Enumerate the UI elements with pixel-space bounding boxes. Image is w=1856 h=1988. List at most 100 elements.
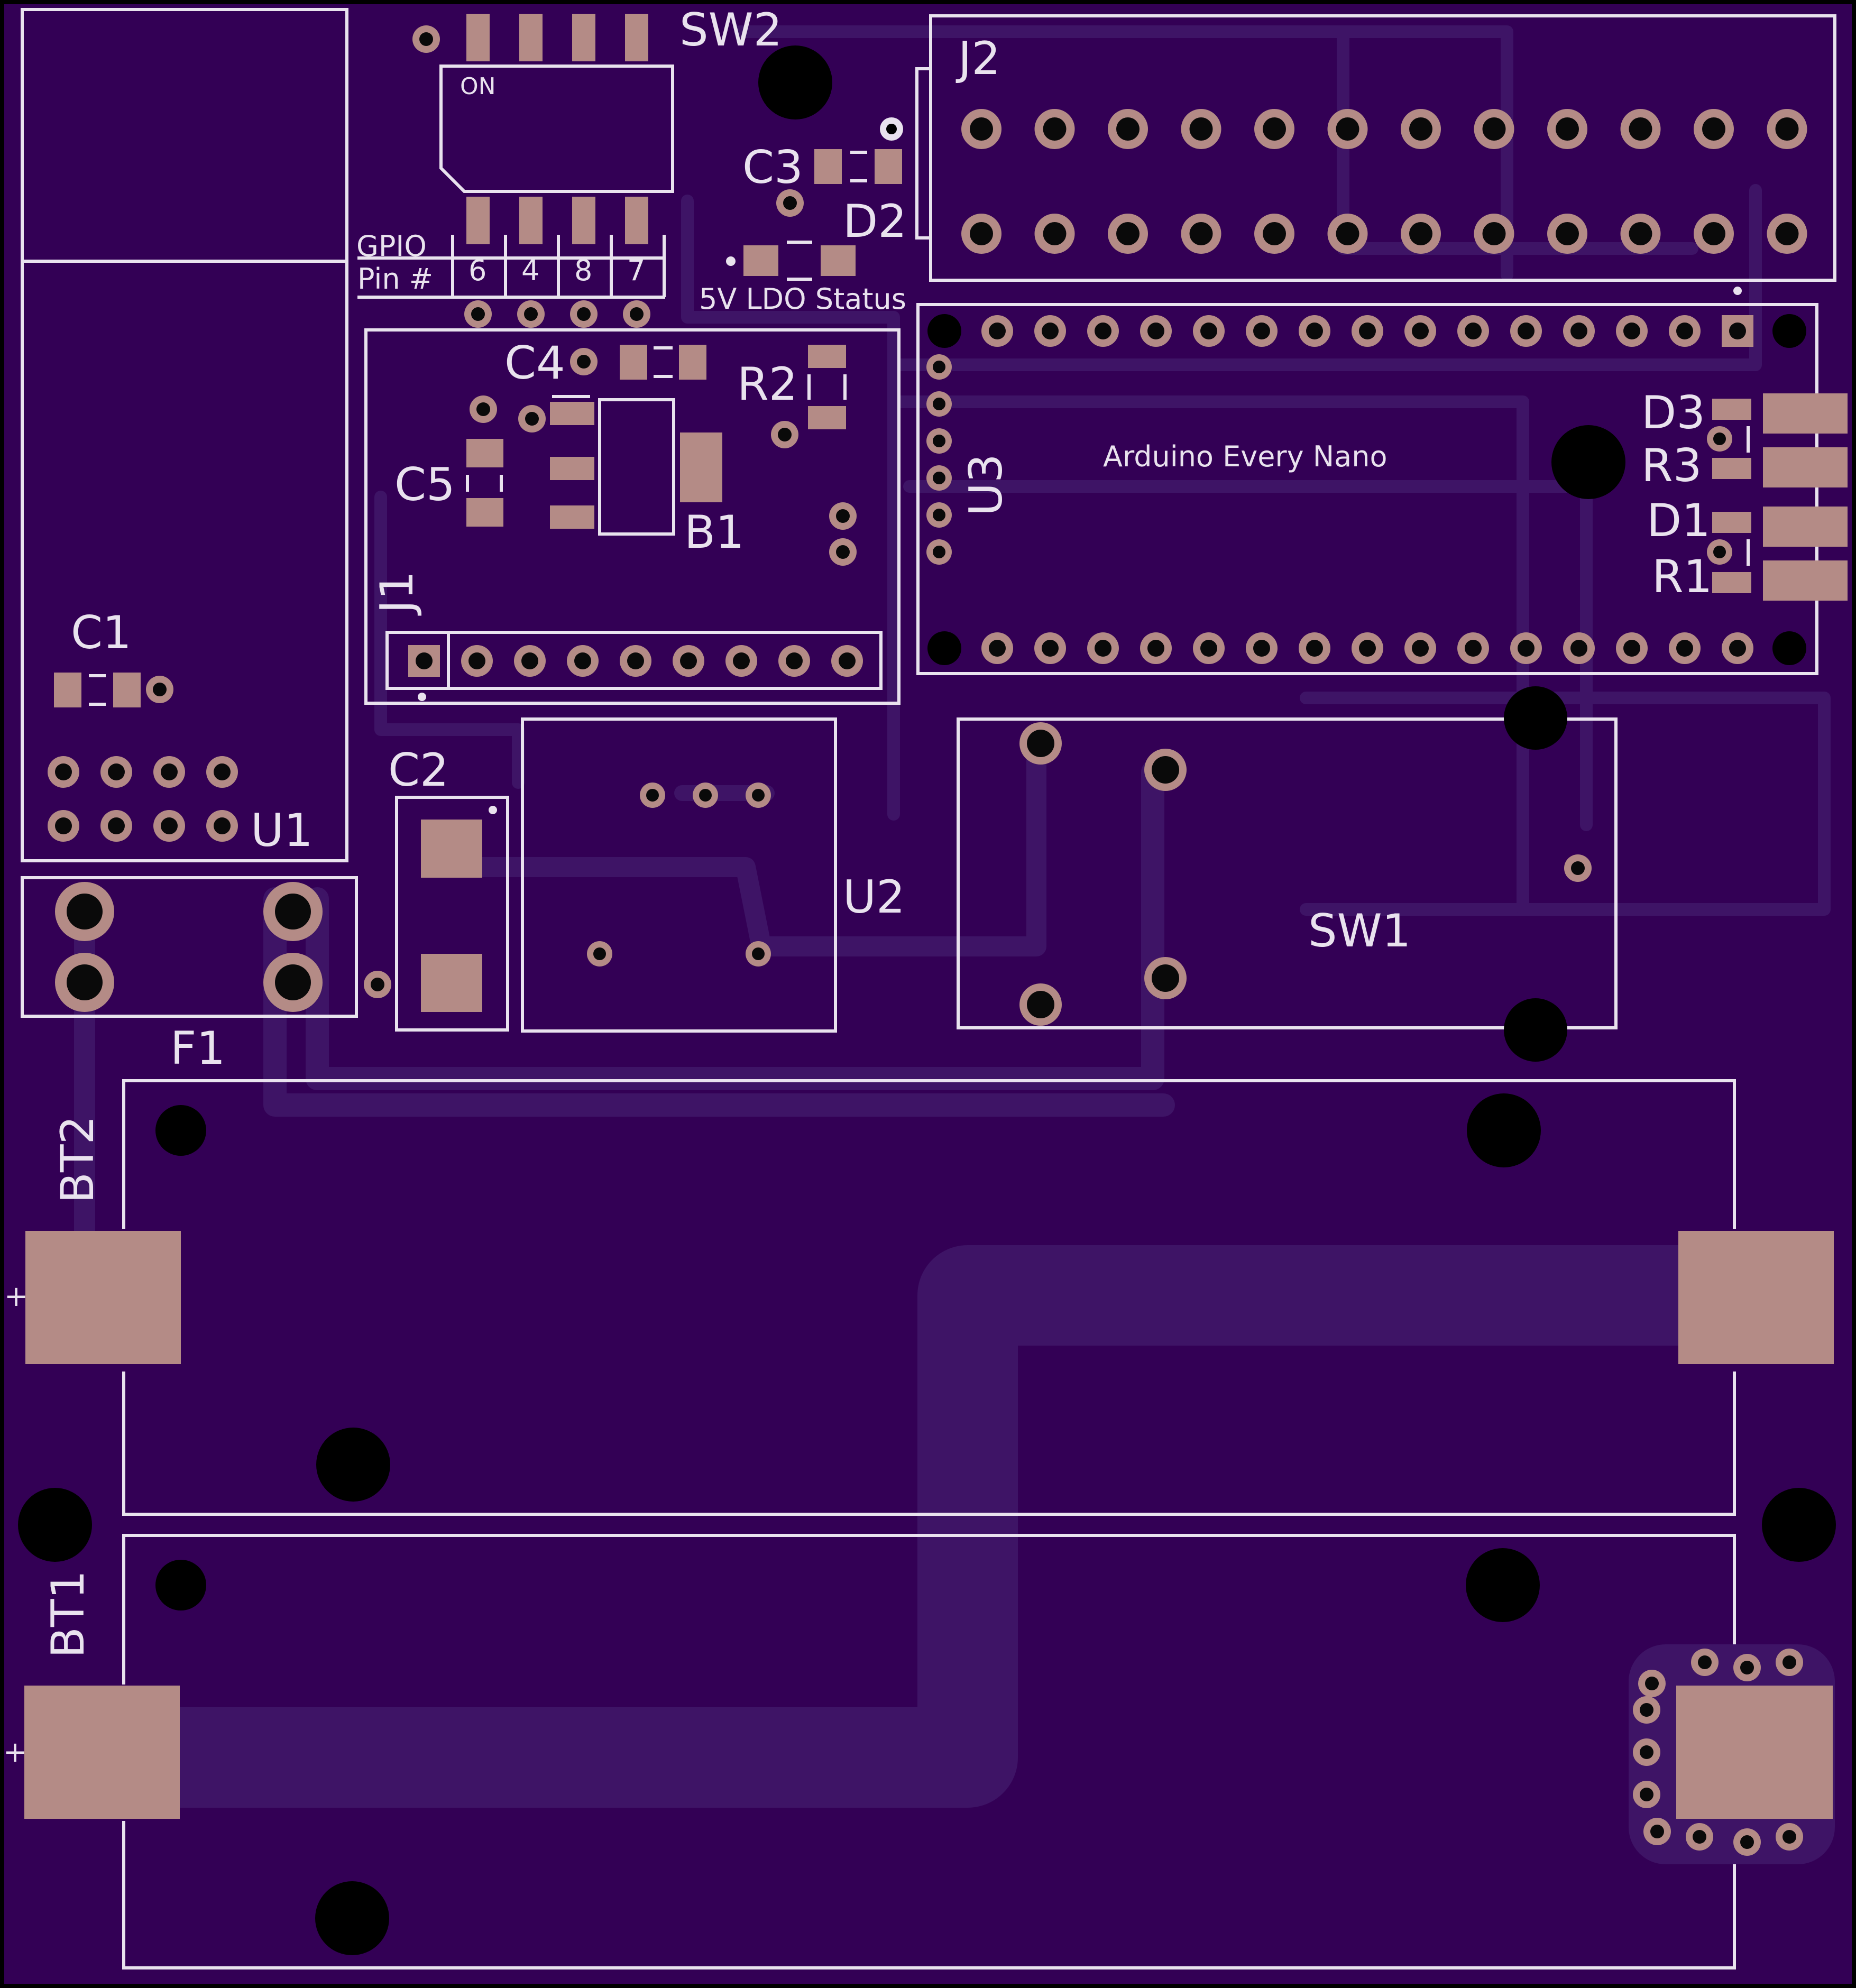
j2-pin-drill xyxy=(1775,117,1799,141)
u3-designator: U3 xyxy=(960,454,1013,516)
j2-pin-drill xyxy=(1263,222,1286,245)
u3-pin-drill xyxy=(1042,323,1059,339)
j1-pin-drill xyxy=(574,652,591,669)
c4-designator: C4 xyxy=(504,337,565,390)
j2-pin-drill xyxy=(1482,117,1506,141)
u3-pin-drill xyxy=(1729,323,1746,339)
sw1-switch: SW1 xyxy=(957,686,1618,1062)
j2-pin-drill xyxy=(1409,222,1432,245)
bt1-ring-pin-drill xyxy=(1640,1745,1653,1759)
bt1-ring-pin-drill xyxy=(1650,1825,1664,1838)
bt1-ring-pin-drill xyxy=(1645,1677,1659,1690)
j2-pin-drill xyxy=(1263,117,1286,141)
bt2-battery-holder: BT2 + xyxy=(4,1079,1834,1516)
u3-pin-drill xyxy=(1359,640,1376,657)
c3-designator: C3 xyxy=(742,141,803,194)
bt1-designator: BT1 xyxy=(42,1570,95,1658)
u1-module: C1 U1 xyxy=(21,8,348,862)
u3-side-pin-drill xyxy=(933,398,945,410)
d2-designator: D2 xyxy=(843,195,907,248)
u3-pin-drill xyxy=(1676,323,1693,339)
gpio-pin-3: 8 xyxy=(574,254,592,287)
j2-pin-drill xyxy=(1336,117,1359,141)
u2-module: U2 xyxy=(521,717,905,1033)
c5-designator: C5 xyxy=(394,458,455,511)
j2-pin-drill xyxy=(970,117,993,141)
mounting-hole xyxy=(1762,1488,1836,1562)
u3-pin-drill xyxy=(1570,640,1587,657)
bt1-ring-pin-drill xyxy=(1640,1788,1653,1801)
u3-pin-drill xyxy=(1253,640,1270,657)
u1-designator: U1 xyxy=(251,804,313,857)
bt1-ring-pin-drill xyxy=(1740,1661,1754,1674)
u3-pin-drill xyxy=(1518,640,1535,657)
j1-pin-drill xyxy=(680,652,697,669)
r2-designator: R2 xyxy=(737,358,797,411)
bt1-ring-pin-drill xyxy=(1783,1830,1796,1844)
u3-pin-drill xyxy=(1200,323,1217,339)
j2-pin-drill xyxy=(1775,222,1799,245)
arduino-label: Arduino Every Nano xyxy=(1103,440,1388,473)
mounting-hole xyxy=(758,45,832,119)
u3-pin-drill xyxy=(1465,323,1482,339)
j2-designator: J2 xyxy=(955,32,1000,85)
j1-pin-drill xyxy=(786,652,803,669)
j1-pin-drill xyxy=(521,652,538,669)
d1-designator: D1 xyxy=(1647,494,1711,547)
u2-designator: U2 xyxy=(843,871,905,924)
u3-pin-drill xyxy=(989,323,1006,339)
bt1-ring-pin-drill xyxy=(1740,1835,1754,1849)
u3-side-pin-drill xyxy=(933,472,945,484)
mounting-hole xyxy=(1551,425,1625,499)
u3-pin-drill xyxy=(1253,323,1270,339)
u1-pin-drill xyxy=(108,817,125,834)
u3-pin-drill xyxy=(1306,640,1323,657)
gpio-pin-4: 7 xyxy=(627,254,645,287)
c3-d2-group: C3 D2 5V LDO Status xyxy=(699,45,907,316)
u3-pin-drill xyxy=(989,640,1006,657)
u3-pin-drill xyxy=(1570,323,1587,339)
u3-pin-drill xyxy=(1729,640,1746,657)
mounting-hole xyxy=(18,1488,92,1562)
c1-designator: C1 xyxy=(71,606,132,659)
bt2-designator: BT2 xyxy=(51,1116,104,1203)
j2-pin-drill xyxy=(1336,222,1359,245)
j2-header: J2 xyxy=(915,14,1836,282)
bt1-battery-holder: BT1 + xyxy=(3,1488,1836,1969)
c2-designator: C2 xyxy=(388,744,449,797)
u1-pin-drill xyxy=(161,817,178,834)
u3-pin-drill xyxy=(1042,640,1059,657)
bt1-ring-pin-drill xyxy=(1698,1655,1712,1669)
f1-designator: F1 xyxy=(170,1022,225,1075)
bt1-ring-pin-drill xyxy=(1640,1703,1653,1717)
sw1-designator: SW1 xyxy=(1308,905,1411,958)
j2-pin-drill xyxy=(970,222,993,245)
sw2-designator: SW2 xyxy=(679,4,782,57)
j1-pin-drill xyxy=(416,652,433,669)
regulator-module: C4 R2 B1 C5 J1 xyxy=(364,328,901,705)
j2-pin-drill xyxy=(1116,222,1140,245)
c2-capacitor: C2 xyxy=(388,744,509,1032)
u3-pin-drill xyxy=(1095,323,1111,339)
u3-pin-drill xyxy=(1200,640,1217,657)
bt1-plus: + xyxy=(3,1735,27,1769)
j1-pin-drill xyxy=(733,652,750,669)
u3-pin-drill xyxy=(1412,640,1429,657)
pin-label: Pin # xyxy=(357,262,433,296)
u1-pin-drill xyxy=(55,817,72,834)
sw2-dip-switch: ON SW2 xyxy=(412,4,782,244)
u3-side-pin-drill xyxy=(933,546,945,558)
j2-pin-drill xyxy=(1482,222,1506,245)
u3-side-pin-drill xyxy=(933,361,945,373)
sw2-on-label: ON xyxy=(460,73,496,100)
j2-pin-drill xyxy=(1409,117,1432,141)
j2-pin-drill xyxy=(1043,222,1067,245)
bt2-plus: + xyxy=(4,1280,28,1313)
u3-side-pin-drill xyxy=(933,509,945,521)
u1-pin-drill xyxy=(214,763,231,780)
j2-pin-drill xyxy=(1556,222,1579,245)
u1-pin-drill xyxy=(55,763,72,780)
u3-side-pin-drill xyxy=(933,435,945,447)
gpio-pin-1: 6 xyxy=(468,254,486,287)
